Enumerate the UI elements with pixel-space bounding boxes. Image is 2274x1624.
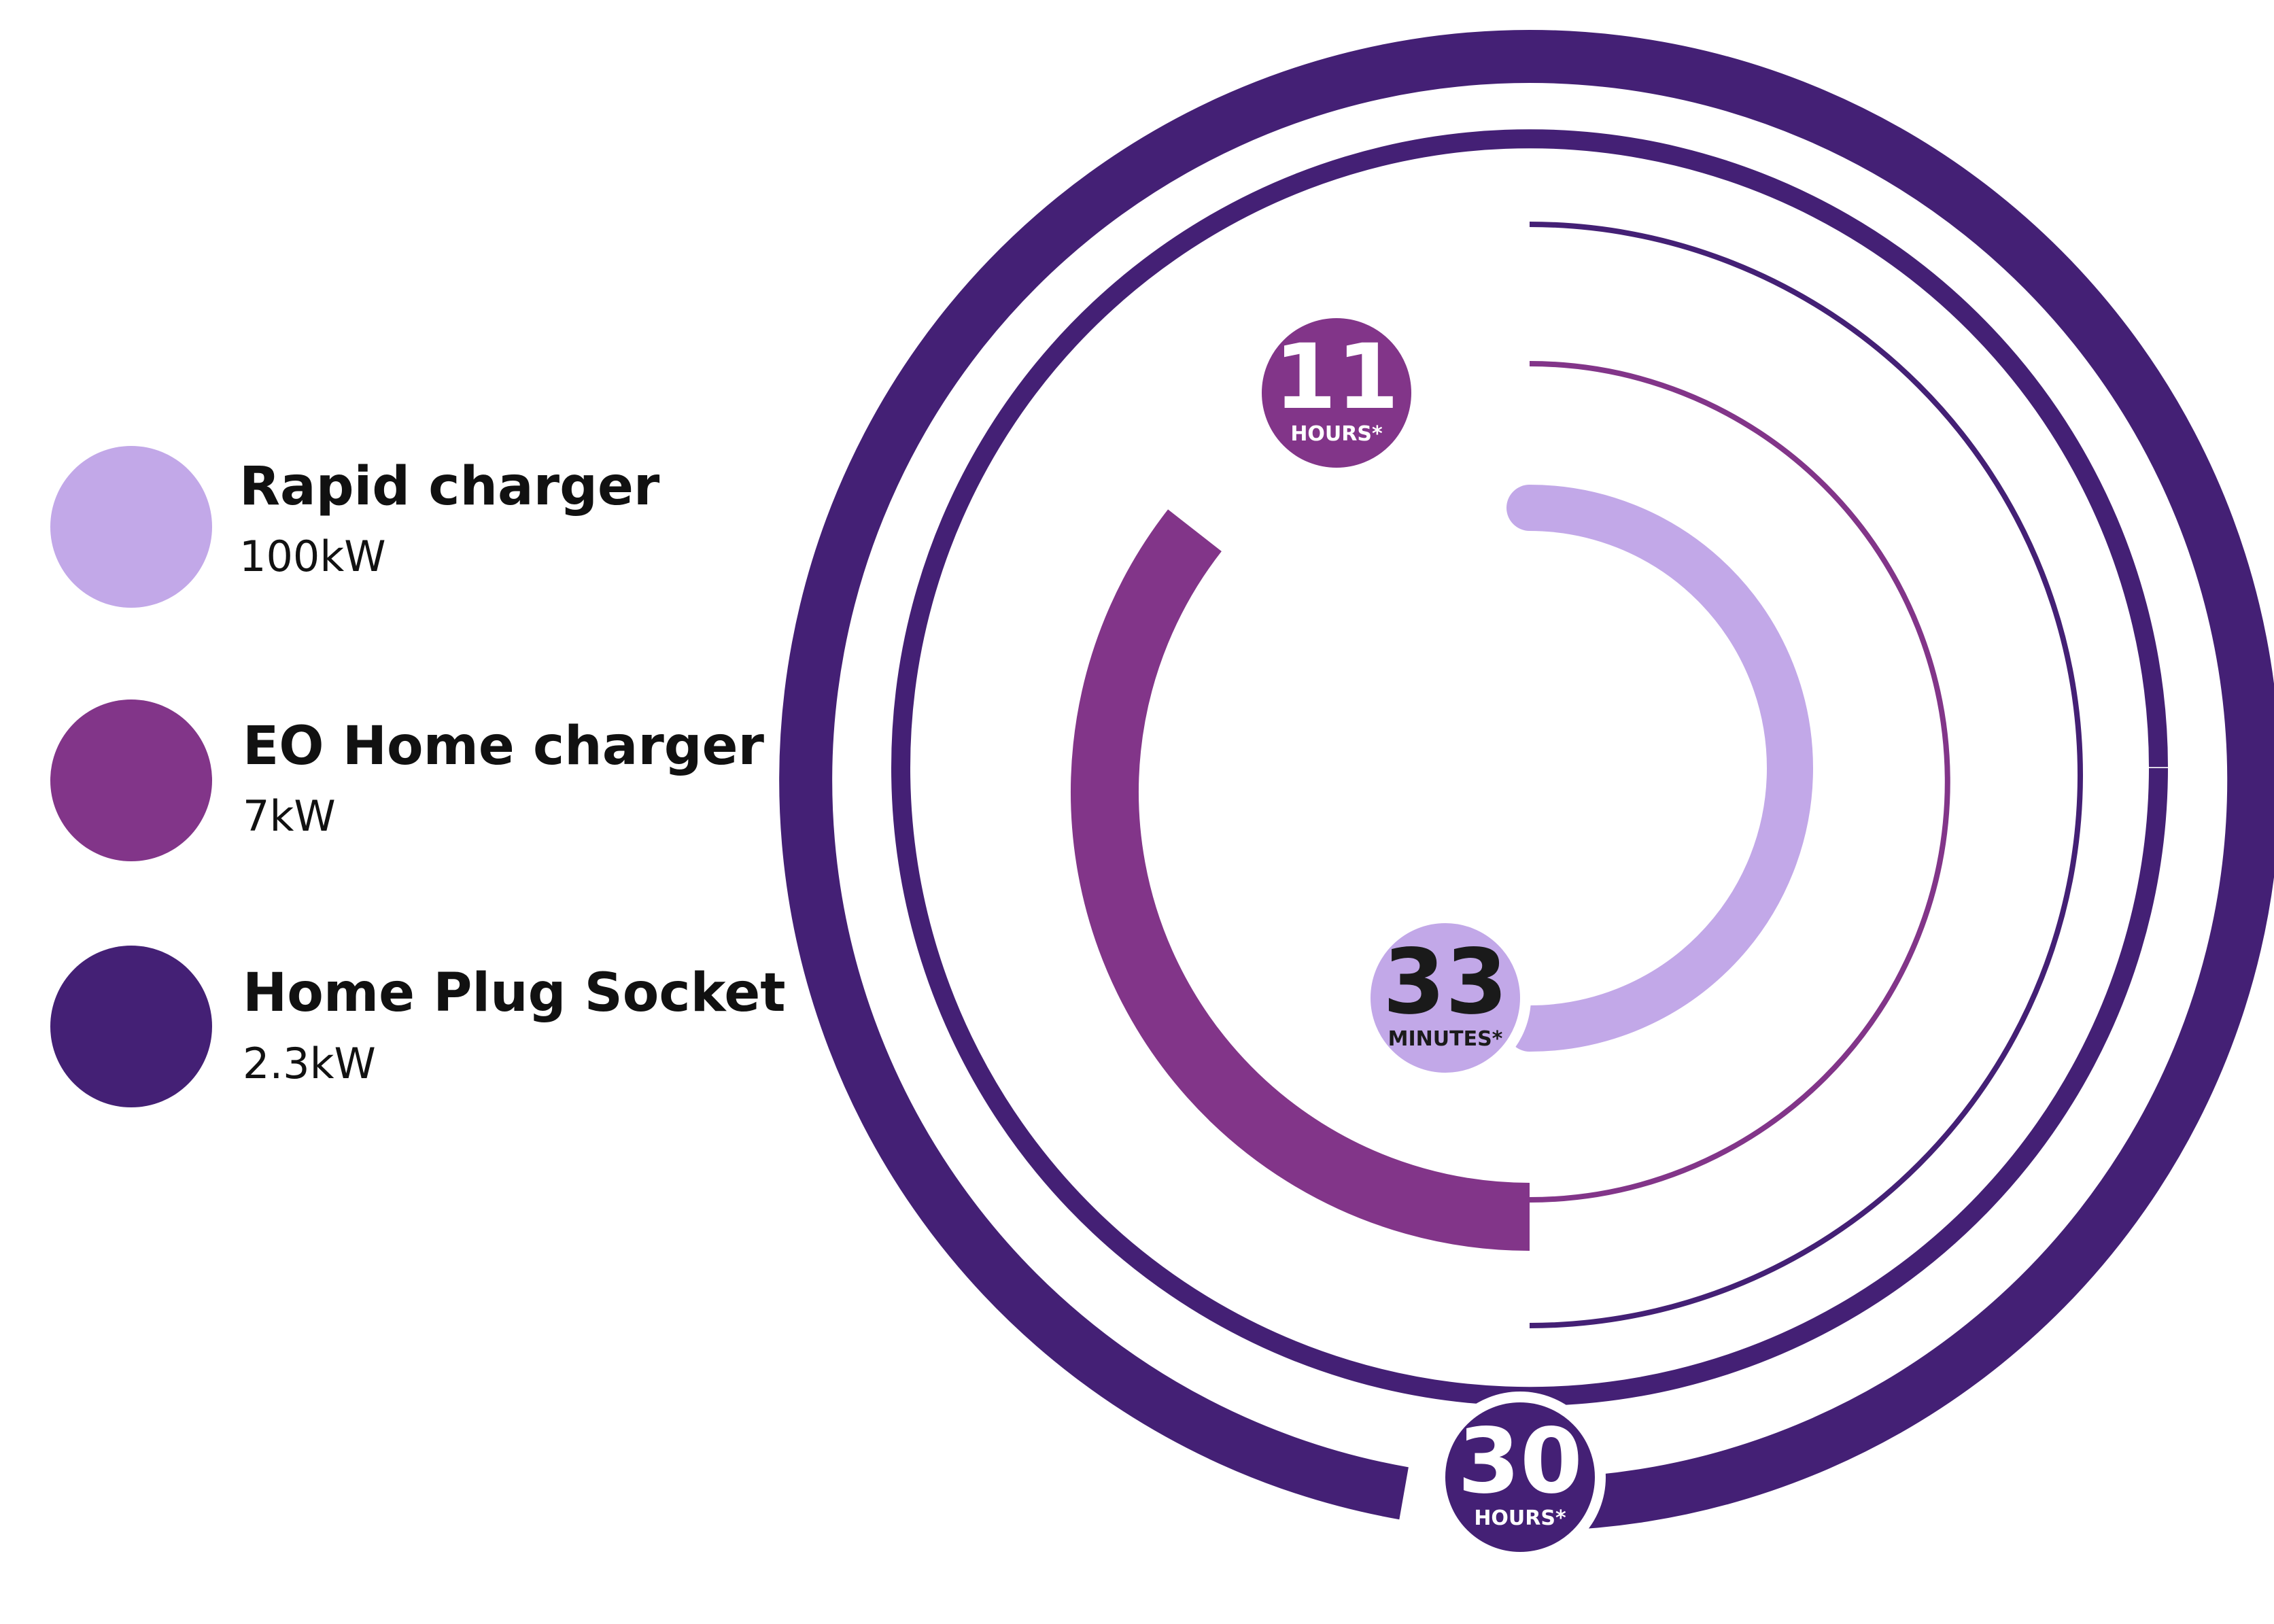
legend-swatch-eo-home-charger [50,699,212,861]
legend-power-rapid-charger: 100kW [239,532,386,581]
legend-power-eo-home-charger: 7kW [243,791,336,841]
badge-eo-home-charger [1251,307,1422,479]
badge-value-home-plug-socket: 30 [1458,1409,1583,1514]
ring-home-plug-inner-arc [1529,222,2083,1328]
rings-layer [779,30,2274,1531]
legend-label-rapid-charger: Rapid charger [239,456,660,517]
badge-home-plug-socket [1434,1392,1606,1563]
badge-unit-home-plug-socket: HOURS* [1474,1506,1566,1530]
legend-power-home-plug-socket: 2.3kW [243,1039,376,1088]
ring-eo-home-charger-thick [1071,509,1530,1251]
ring-home-plug-outer [779,30,2274,1531]
legend-swatch-rapid-charger [50,446,212,608]
ring-rapid-charger [1506,485,1813,1052]
ring-home-plug-middle [891,129,2168,1406]
legend: Rapid charger 100kW EO Home charger 7kW … [50,446,786,1107]
legend-label-home-plug-socket: Home Plug Socket [243,963,786,1024]
badge-value-rapid-charger: 33 [1383,930,1508,1035]
badge-unit-eo-home-charger: HOURS* [1290,422,1383,446]
badge-rapid-charger [1360,912,1531,1084]
badge-unit-rapid-charger: MINUTES* [1388,1027,1503,1051]
ring-eo-home-charger-thin [1529,361,1950,1203]
legend-swatch-home-plug-socket [50,946,212,1107]
badge-value-eo-home-charger: 11 [1274,325,1399,430]
legend-label-eo-home-charger: EO Home charger [243,716,765,777]
